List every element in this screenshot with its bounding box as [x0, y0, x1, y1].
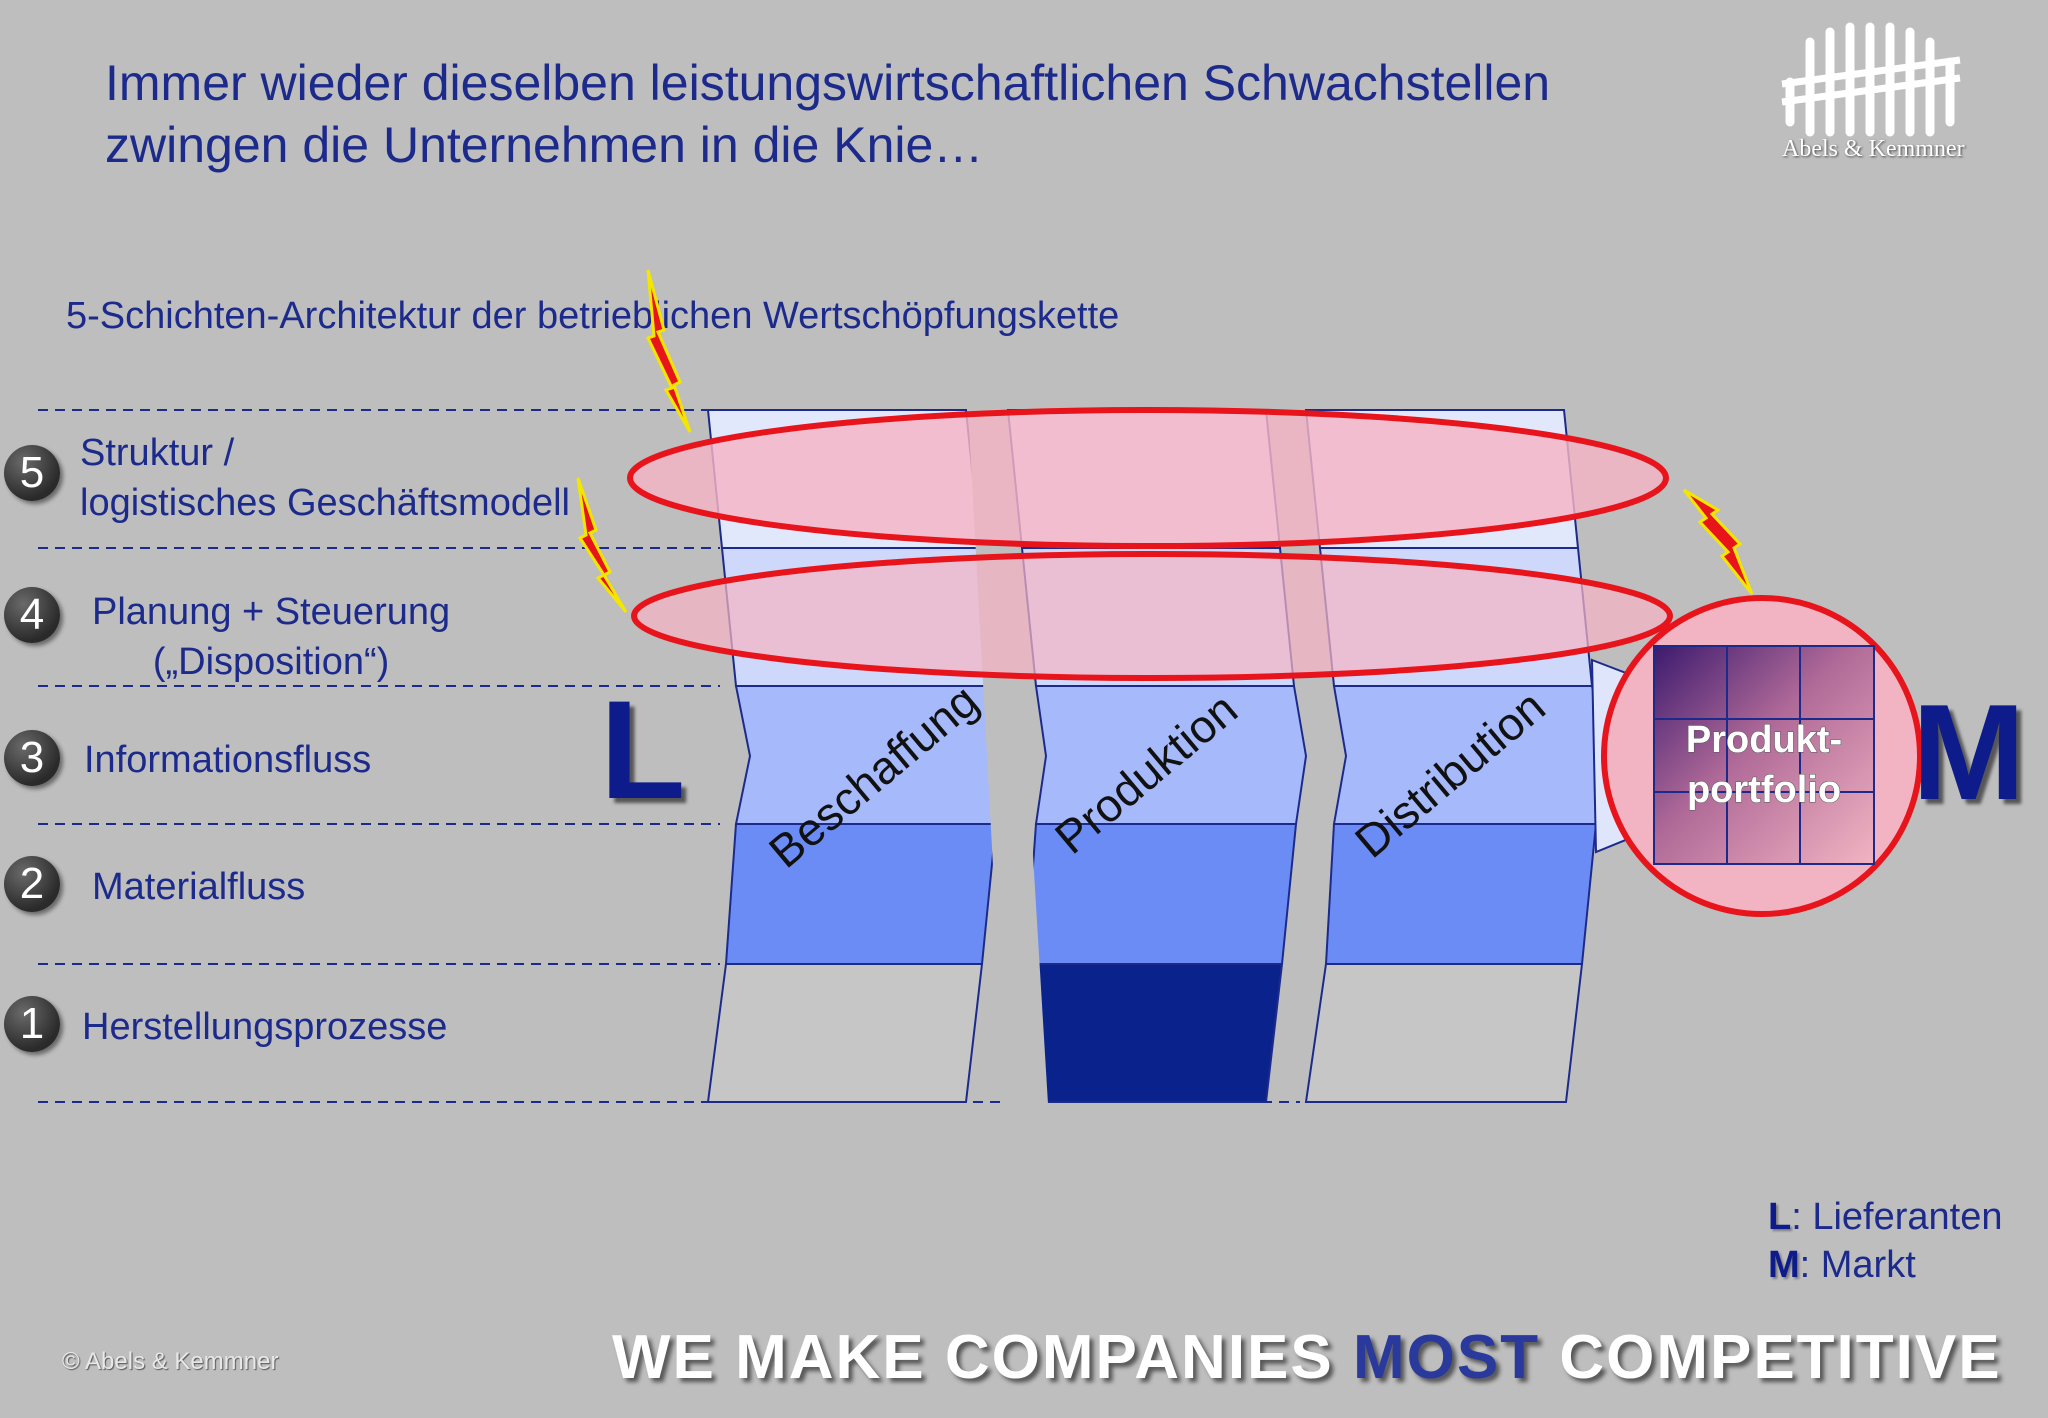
lightning-icons	[576, 269, 1754, 613]
title-line-2: zwingen die Unternehmen in die Knie…	[105, 117, 984, 173]
layer-5-line-2: logistisches Geschäftsmodell	[80, 482, 570, 524]
diagram-subtitle: 5-Schichten-Architektur der betriebliche…	[66, 295, 1120, 337]
slogan-part-1: WE MAKE COMPANIES	[612, 1323, 1353, 1392]
market-letter: M	[1912, 676, 2026, 828]
portfolio-line-1: Produkt-	[1686, 719, 1842, 761]
layer-2-label: Materialfluss	[92, 866, 306, 908]
layer-2-number: 2	[4, 856, 60, 912]
layer-3-label: Informationsfluss	[84, 739, 372, 781]
layer-1-number: 1	[4, 996, 60, 1052]
legend-m-text: : Markt	[1799, 1244, 1916, 1286]
slogan: WE MAKE COMPANIES MOST COMPETITIVE	[612, 1322, 2002, 1393]
legend-m-key: M	[1768, 1244, 1800, 1286]
layer-5-label: Struktur / logistisches Geschäftsmodell	[80, 428, 570, 528]
logo-text: Abels & Kemmner	[1782, 136, 1965, 162]
lightning-icon-3	[1682, 488, 1754, 595]
legend-l-text: : Lieferanten	[1791, 1196, 2003, 1238]
layer-4-label: Planung + Steuerung („Disposition“)	[92, 587, 450, 687]
portfolio-grid	[1653, 645, 1875, 865]
layer-4-line-1: Planung + Steuerung	[92, 591, 451, 633]
layer-3-number: 3	[4, 730, 60, 786]
title-line-1: Immer wieder dieselben leistungswirtscha…	[105, 55, 1551, 111]
legend-market: M: Markt	[1768, 1244, 1916, 1287]
layer5-ellipse	[627, 407, 1669, 549]
portfolio-label: Produkt- portfolio	[1685, 719, 1842, 812]
lightning-icon-1	[645, 269, 692, 433]
legend-l-key: L	[1768, 1196, 1792, 1238]
layer-separators	[38, 409, 1300, 1103]
layer-1-label: Herstellungsprozesse	[82, 1006, 448, 1048]
legend-suppliers: L: Lieferanten	[1768, 1196, 2002, 1239]
portfolio-line-2: portfolio	[1687, 769, 1841, 811]
slogan-emphasis: MOST	[1352, 1323, 1541, 1392]
lightning-icon-2	[576, 477, 628, 613]
layer-5-line-1: Struktur /	[80, 432, 235, 474]
layer-4-line-2: („Disposition“)	[152, 641, 390, 683]
slogan-part-2: COMPETITIVE	[1540, 1323, 2002, 1392]
layer-4-number: 4	[4, 587, 60, 643]
layer4-ellipse	[631, 551, 1673, 681]
copyright: © Abels & Kemmner	[62, 1348, 279, 1375]
slide-title: Immer wieder dieselben leistungswirtscha…	[105, 52, 1550, 176]
layer-5-number: 5	[4, 445, 60, 501]
supplier-letter: L	[600, 671, 686, 828]
